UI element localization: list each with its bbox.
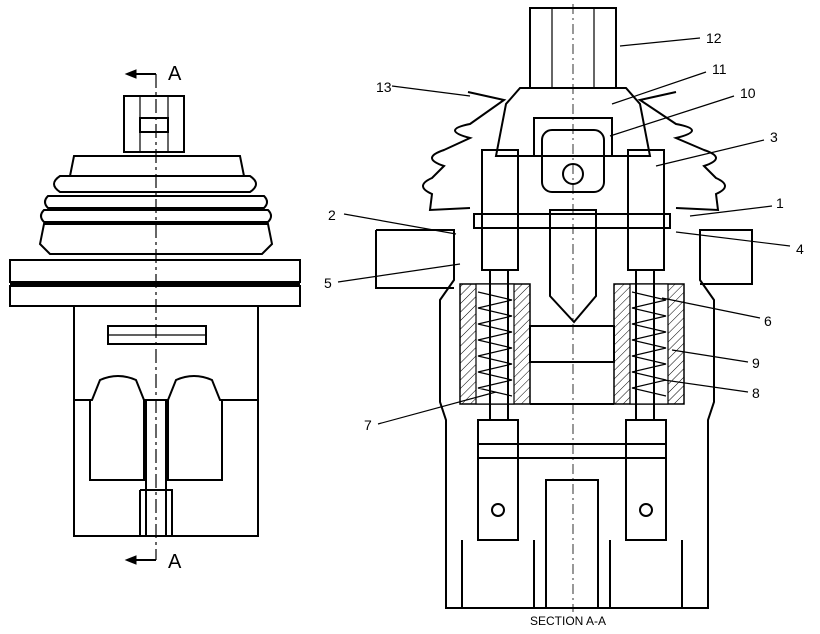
callout-1: 1 <box>776 195 784 211</box>
section-marker-top: A <box>168 63 182 85</box>
plunger-stem <box>549 209 597 324</box>
bellows-ring <box>53 175 257 193</box>
exterior-view: A A <box>9 63 301 573</box>
flange-lower <box>9 285 301 307</box>
right-plunger <box>627 149 665 271</box>
callout-5: 5 <box>324 275 332 291</box>
callout-4: 4 <box>796 241 804 257</box>
center-port <box>545 479 599 609</box>
plate <box>473 213 671 229</box>
callout-leaders <box>337 37 791 425</box>
callout-12: 12 <box>706 30 722 46</box>
bellows-ring <box>44 195 268 209</box>
callout-10: 10 <box>740 85 756 101</box>
section-view: 12 11 10 3 1 4 6 9 8 13 2 5 7 SECTION A-… <box>324 4 804 628</box>
callout-13: 13 <box>376 79 392 95</box>
bellows-base <box>38 223 274 255</box>
callout-8: 8 <box>752 385 760 401</box>
callout-3: 3 <box>770 129 778 145</box>
valve-body-section <box>376 229 753 609</box>
hex-nut <box>123 95 185 153</box>
right-spool <box>625 419 667 541</box>
bellows-ring <box>40 209 272 223</box>
section-caption: SECTION A-A <box>530 614 606 628</box>
boot-top <box>68 155 246 177</box>
left-spool <box>477 419 519 541</box>
flange-upper <box>9 259 301 283</box>
cover-cap <box>494 87 652 157</box>
section-marker-bottom: A <box>168 551 182 573</box>
callout-7: 7 <box>364 417 372 433</box>
callout-11: 11 <box>712 61 727 77</box>
callout-9: 9 <box>752 355 760 371</box>
callout-2: 2 <box>328 207 336 223</box>
callout-6: 6 <box>764 313 772 329</box>
left-plunger <box>481 149 519 271</box>
